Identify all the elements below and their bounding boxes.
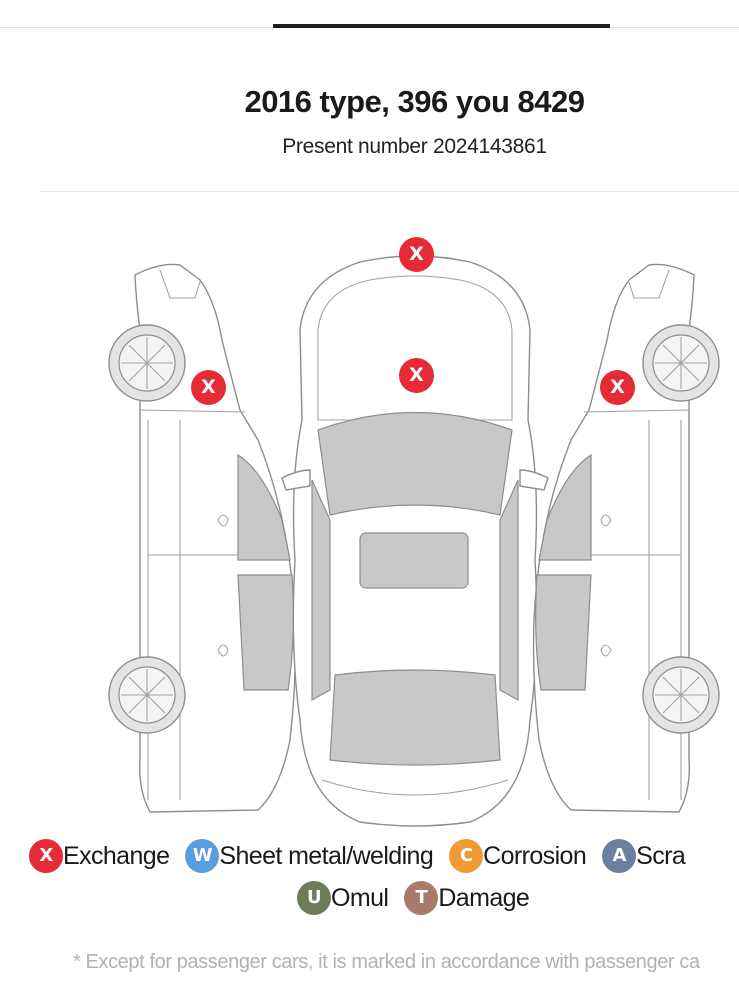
legend-item-sheet-metal: W Sheet metal/welding [185, 839, 434, 873]
omul-badge-icon: U [297, 881, 331, 915]
section-divider [40, 191, 739, 192]
legend-item-exchange: X Exchange [29, 839, 170, 873]
mark-roof-front-exchange[interactable]: X [399, 237, 434, 272]
legend-item-omul: U Omul [297, 881, 389, 915]
mark-left-fender-exchange[interactable]: X [191, 370, 226, 405]
footnote: * Except for passenger cars, it is marke… [73, 951, 700, 973]
legend-row-2: U Omul T Damage [297, 881, 545, 915]
left-side-view [108, 263, 297, 813]
legend-label: Corrosion [483, 841, 587, 870]
legend-label: Scra [636, 841, 686, 870]
present-number: Present number 2024143861 [282, 135, 547, 158]
car-damage-diagram: .o { fill:#ffffff; stroke:#8d8d8d; strok… [108, 255, 720, 827]
legend-row-1: X Exchange W Sheet metal/welding C Corro… [29, 839, 701, 873]
legend-label: Omul [331, 883, 389, 912]
legend-label: Damage [438, 883, 530, 912]
legend-item-damage: T Damage [404, 881, 530, 915]
exchange-badge-icon: X [29, 839, 63, 873]
mark-right-fender-exchange[interactable]: X [600, 370, 635, 405]
legend-item-scratch: A Scra [602, 839, 686, 873]
right-side-view [532, 263, 720, 813]
vehicle-title: 2016 type, 396 you 8429 [244, 84, 585, 119]
top-view [281, 255, 549, 827]
sheet-metal-badge-icon: W [185, 839, 220, 873]
active-tab-indicator[interactable] [273, 24, 610, 28]
legend-label: Exchange [63, 841, 170, 870]
mark-hood-exchange[interactable]: X [399, 358, 434, 393]
damage-badge-icon: T [404, 881, 439, 915]
legend-item-corrosion: C Corrosion [449, 839, 587, 873]
corrosion-badge-icon: C [449, 839, 484, 873]
legend-label: Sheet metal/welding [219, 841, 434, 870]
scratch-badge-icon: A [602, 839, 637, 873]
